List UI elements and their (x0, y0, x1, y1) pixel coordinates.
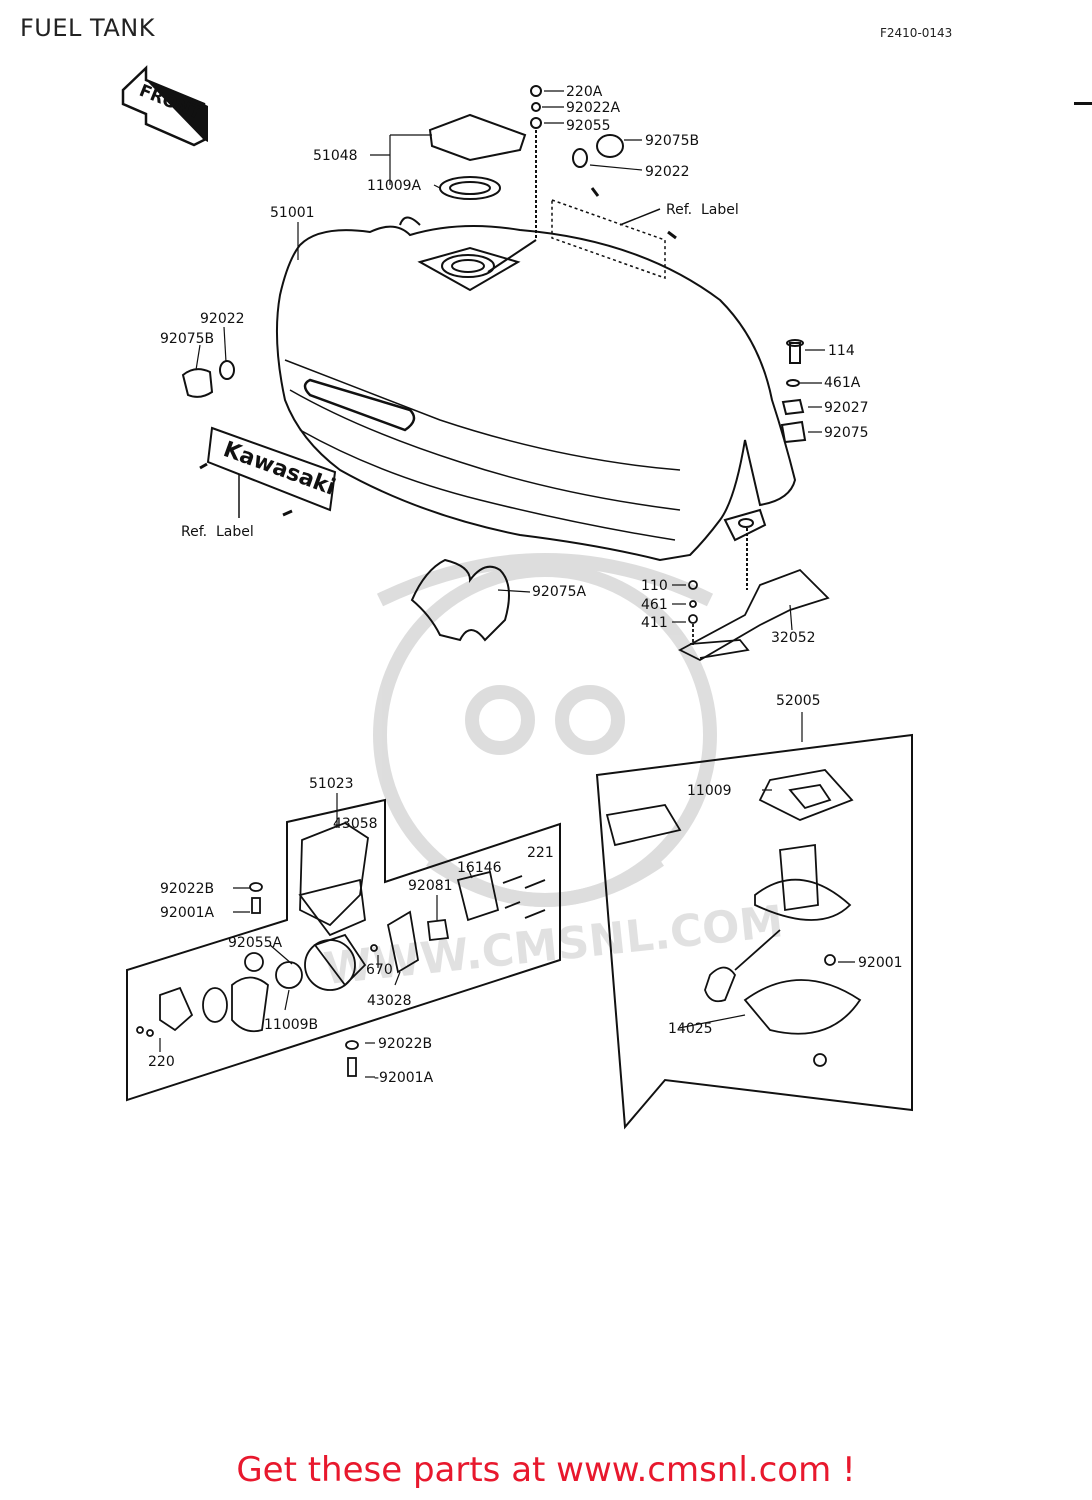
label-32052: 32052 (771, 630, 816, 646)
label-52005: 52005 (776, 693, 821, 709)
label-92055: 92055 (566, 118, 611, 134)
page-title: FUEL TANK (20, 14, 155, 42)
label-ref-label-left: Ref. Label (181, 524, 254, 540)
promo-link-text[interactable]: Get these parts at www.cmsnl.com ! (236, 1450, 856, 1490)
label-92027: 92027 (824, 400, 869, 416)
label-11009b: 11009B (264, 1017, 318, 1033)
label-461: 461 (641, 597, 668, 613)
label-51001: 51001 (270, 205, 315, 221)
label-92055a: 92055A (228, 935, 283, 951)
rear-mount-hardware (746, 339, 807, 590)
promo-banner[interactable]: Get these parts at www.cmsnl.com ! (0, 1450, 1092, 1490)
label-16146: 16146 (457, 860, 502, 876)
label-220a: 220A (566, 84, 603, 100)
left-rubber-bushes (181, 360, 235, 398)
label-221: 221 (527, 845, 554, 861)
leader-lines (159, 90, 855, 1078)
label-92075: 92075 (824, 425, 869, 441)
figure-code: F2410-0143 (880, 26, 953, 40)
label-43058: 43058 (333, 816, 378, 832)
label-ref-label-top: Ref. Label (666, 202, 739, 218)
label-92001a-bottom: -92001A (374, 1070, 434, 1086)
label-11009: 11009 (687, 783, 732, 799)
fuel-tap-parts (136, 821, 546, 1077)
label-92022b-bottom: 92022B (378, 1036, 432, 1052)
part-labels: 220A 92022A 92055 92075B 92022 51048 110… (148, 84, 903, 1086)
label-670: 670 (366, 962, 393, 978)
bracket-32052 (678, 568, 830, 662)
ref-label-plate-top (551, 187, 677, 280)
label-92075a: 92075A (532, 584, 587, 600)
label-92022b-top: 92022B (160, 881, 214, 897)
label-220: 220 (148, 1054, 175, 1070)
label-461a: 461A (824, 375, 861, 391)
fuel-sender-panel (595, 733, 913, 1130)
fuel-tank (275, 216, 797, 562)
label-110: 110 (641, 578, 668, 594)
fuel-tap-panel (126, 798, 561, 1102)
label-92075b-left: 92075B (160, 331, 214, 347)
label-92022a: 92022A (566, 100, 621, 116)
fuel-sender-parts (605, 769, 862, 1067)
label-92081: 92081 (408, 878, 453, 894)
cmsnl-watermark (373, 553, 717, 907)
label-92001a-top: 92001A (160, 905, 215, 921)
exploded-parts-diagram: WWW.CMSNL.COM FRONT (121, 65, 913, 1130)
label-51023: 51023 (309, 776, 354, 792)
label-51048: 51048 (313, 148, 358, 164)
kawasaki-emblem: Kawasaki (199, 426, 339, 518)
label-92022-left: 92022 (200, 311, 245, 327)
tank-cushion-92075a (410, 558, 510, 642)
label-114: 114 (828, 343, 855, 359)
label-92022-top: 92022 (645, 164, 690, 180)
front-arrow-icon: FRONT (121, 65, 208, 147)
label-11009a: 11009A (367, 178, 422, 194)
label-92001: 92001 (858, 955, 903, 971)
watermark-text: WWW.CMSNL.COM (321, 896, 785, 995)
corner-tick (1074, 102, 1092, 105)
label-43028: 43028 (367, 993, 412, 1009)
label-92075b-top: 92075B (645, 133, 699, 149)
label-14025: 14025 (668, 1021, 713, 1037)
label-411: 411 (641, 615, 668, 631)
